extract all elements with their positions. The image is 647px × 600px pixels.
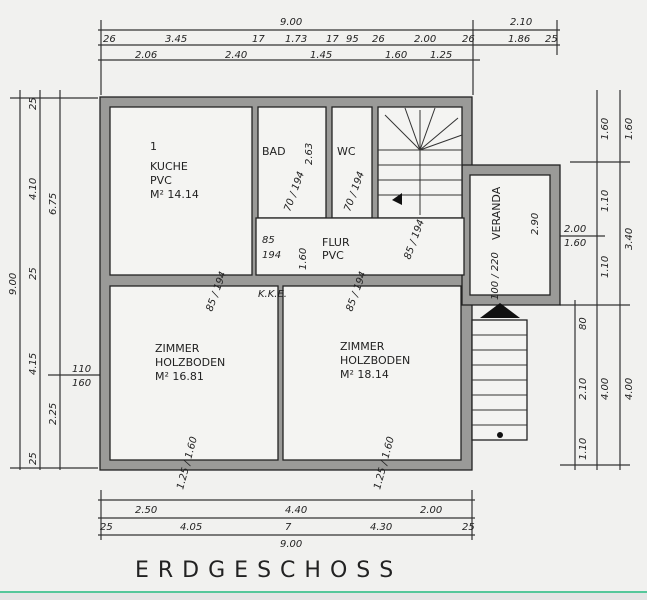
dim-label: 25	[100, 522, 113, 533]
kitchen-name: KUCHE	[150, 160, 188, 173]
plan-title: ERDGESCHOSS	[135, 558, 402, 583]
dim-label: 1.60	[600, 118, 611, 140]
dim-label: 1.60	[385, 50, 407, 61]
dim-label: 1.10	[578, 438, 589, 460]
room-right-area: M² 18.14	[340, 368, 389, 381]
dim-label: 3.40	[624, 228, 635, 250]
dim-label: 7	[285, 522, 292, 533]
dim-label: 1.10	[600, 190, 611, 212]
left-dimensions: 9.00 25 4.10 25 4.15 25 6.75 2.25 110 16…	[8, 90, 130, 470]
dim-label: 26	[372, 34, 385, 45]
dim-label: 2.10	[578, 378, 589, 400]
dim-label: 1.73	[285, 34, 307, 45]
dim-label: 25	[28, 267, 39, 280]
room-right-floor: HOLZBODEN	[340, 354, 410, 367]
dim-label: 1.60	[564, 238, 586, 249]
hall-name: FLUR	[322, 236, 350, 249]
dim-top-total: 9.00	[280, 17, 302, 28]
dim-label: 2.40	[225, 50, 247, 61]
dim-label: 2.06	[135, 50, 157, 61]
dim-label: 95	[346, 34, 359, 45]
bottom-divider	[0, 591, 647, 600]
chimney-label: K.K.E.	[258, 289, 287, 300]
dim-label: 80	[578, 317, 589, 330]
dim-label: 17	[252, 34, 265, 45]
dim-left-total: 9.00	[8, 273, 19, 295]
room-left-area: M² 16.81	[155, 370, 204, 383]
veranda-name: VERANDA	[490, 186, 503, 240]
dim-label: 2.50	[135, 505, 157, 516]
room-left-floor: HOLZBODEN	[155, 356, 225, 369]
veranda-dim: 2.90	[530, 213, 541, 235]
dim-label: 4.40	[285, 505, 307, 516]
kitchen-room	[109, 106, 253, 276]
bath-name: BAD	[262, 145, 286, 158]
dim-label: 110	[72, 364, 91, 375]
door-dim: 100 / 220	[490, 252, 501, 300]
exterior-stairs	[471, 303, 528, 441]
dim-label: 26	[103, 34, 116, 45]
top-dimensions: 9.00 2.10 26 3.45 17 1.73 17 95 26 2.00 …	[98, 17, 560, 95]
dim-label: 4.30	[370, 522, 392, 533]
kitchen-number: 1	[150, 140, 157, 153]
dim-label: 25	[462, 522, 475, 533]
wc-name: WC	[337, 145, 356, 158]
hall-door-width: 85	[262, 235, 275, 246]
dim-label: 160	[72, 378, 91, 389]
dim-label: 1.45	[310, 50, 332, 61]
dim-top-veranda: 2.10	[510, 17, 532, 28]
dim-label: 26	[462, 34, 475, 45]
interior-stairs	[378, 107, 463, 215]
dim-label: 3.45	[165, 34, 187, 45]
hall-room	[255, 217, 465, 276]
dim-label: 25	[28, 452, 39, 465]
room-left-name: ZIMMER	[155, 342, 200, 355]
kitchen-area: M² 14.14	[150, 188, 199, 201]
entrance-arrow-icon	[480, 303, 520, 318]
room-left	[109, 285, 279, 461]
dim-label: 1.10	[600, 256, 611, 278]
dim-label: 17	[326, 34, 339, 45]
hall-floor: PVC	[322, 249, 344, 262]
dim-label: 9.00	[280, 539, 302, 550]
dim-label: 25	[545, 34, 558, 45]
dim-label: 4.00	[600, 378, 611, 400]
building	[99, 96, 561, 471]
bath-dim: 2.63	[304, 143, 315, 165]
dim-label: 1.60	[624, 118, 635, 140]
dim-label: 6.75	[48, 193, 59, 215]
dim-label: 4.05	[180, 522, 202, 533]
dim-label: 1.25	[430, 50, 452, 61]
dim-label: 1.86	[508, 34, 530, 45]
hall-door-height: 194	[262, 250, 281, 261]
right-dimensions: 1.60 1.10 1.10 4.00 1.60 3.40 4.00 80 2.…	[540, 90, 635, 470]
dim-label: 4.00	[624, 378, 635, 400]
dim-label: 2.00	[564, 224, 586, 235]
hall-dim: 1.60	[298, 248, 309, 270]
dim-label: 4.10	[28, 178, 39, 200]
bath-room	[257, 106, 327, 219]
dim-label: 2.00	[420, 505, 442, 516]
room-right	[282, 285, 462, 461]
dim-label: 2.25	[48, 403, 59, 425]
dim-label: 25	[28, 97, 39, 110]
veranda-room	[469, 174, 551, 296]
kitchen-floor: PVC	[150, 174, 172, 187]
dim-label: 2.00	[414, 34, 436, 45]
room-right-name: ZIMMER	[340, 340, 385, 353]
dim-label: 4.15	[28, 353, 39, 375]
